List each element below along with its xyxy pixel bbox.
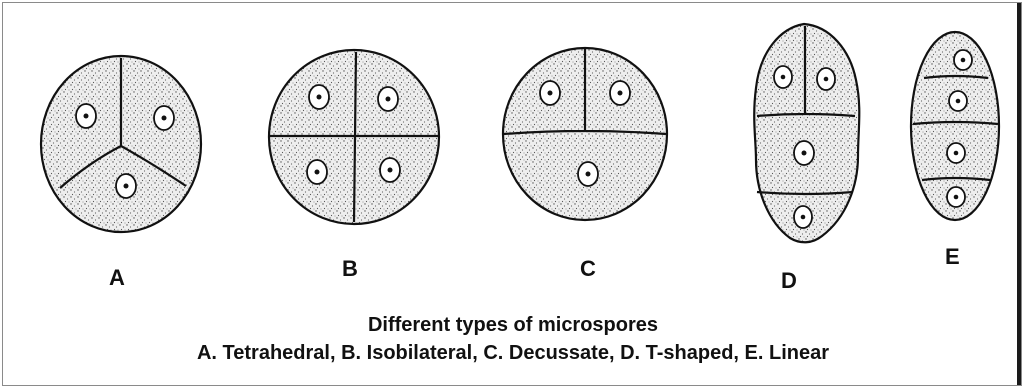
microspore-tetrahedral <box>41 56 201 232</box>
microspore-linear <box>911 32 999 220</box>
label-b: B <box>342 256 358 282</box>
caption-title: Different types of microspores <box>0 314 1026 337</box>
label-d: D <box>781 268 797 294</box>
microspore-decussate <box>503 48 667 220</box>
label-e: E <box>945 244 960 270</box>
caption-detail: A. Tetrahedral, B. Isobilateral, C. Decu… <box>0 342 1026 365</box>
microspore-isobilateral <box>269 50 439 224</box>
label-a: A <box>109 265 125 291</box>
microspore-t-shaped <box>754 24 859 242</box>
label-c: C <box>580 256 596 282</box>
